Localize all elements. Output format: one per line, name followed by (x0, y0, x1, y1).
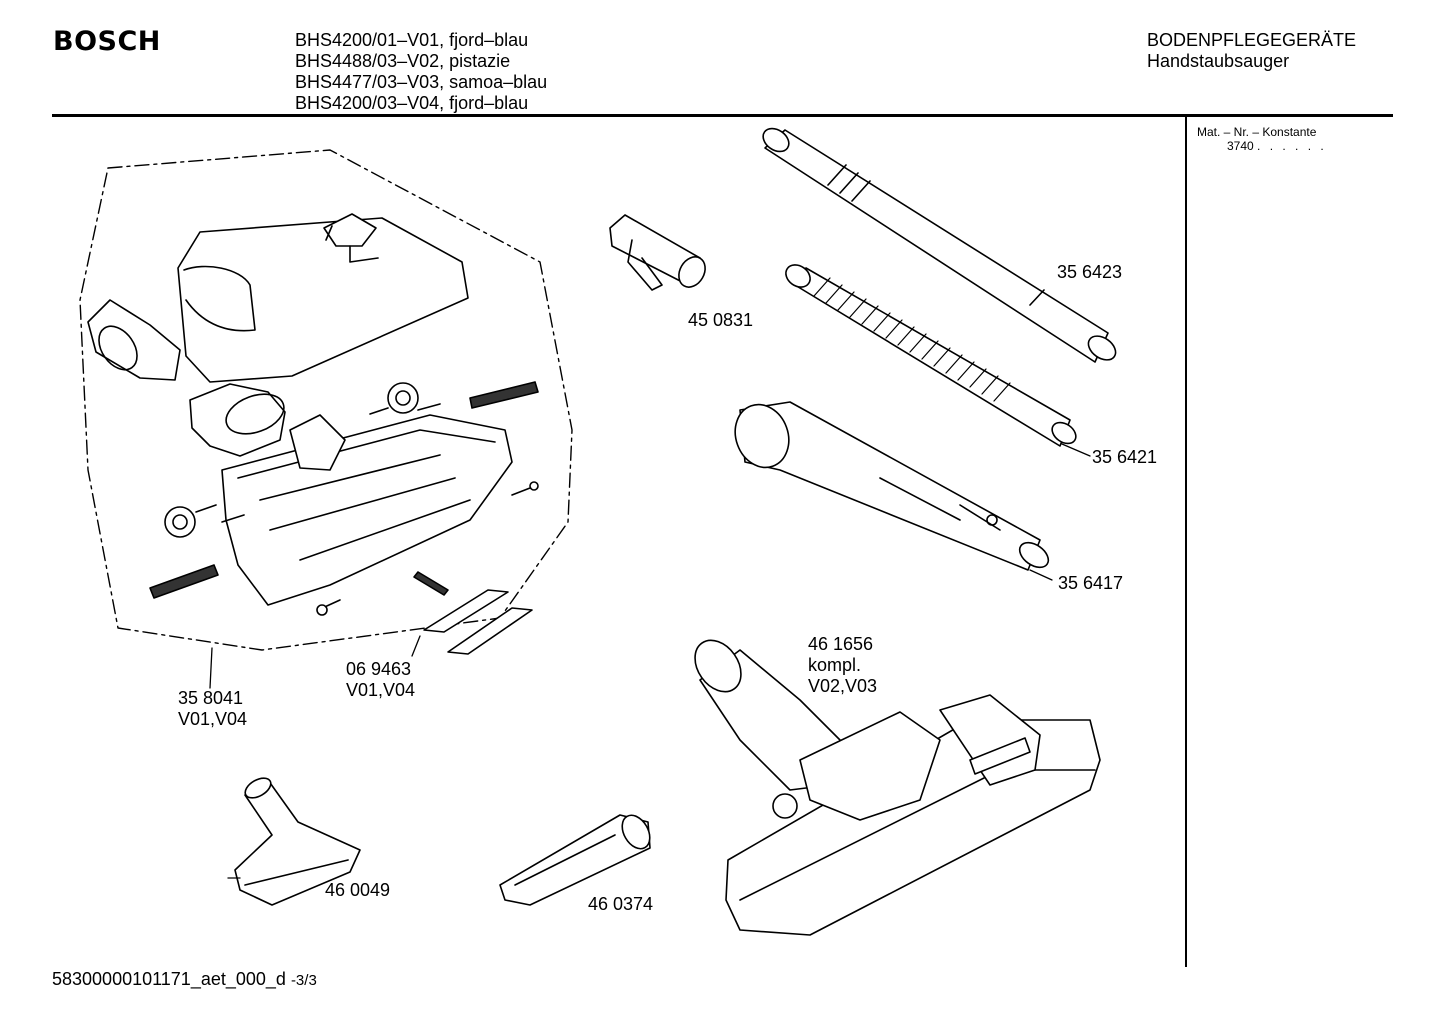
material-number-panel: Mat. – Nr. – Konstante 3740 . . . . . . (1197, 126, 1327, 152)
leader-lines (209, 443, 1091, 879)
material-number-value: 3740 (1227, 139, 1254, 153)
part-number: 35 6417 (1058, 573, 1124, 593)
category-subtitle: Handstaubsauger (1147, 51, 1290, 71)
part-label-clip: 45 0831 (688, 310, 753, 331)
part-number: 35 6423 (1057, 262, 1123, 282)
part-variants: V02,V03 (808, 676, 878, 696)
material-number-heading: Mat. – Nr. – Konstante (1197, 125, 1317, 139)
flexible-hose (785, 264, 1077, 447)
part-number: 46 1656 (808, 634, 874, 654)
part-label-hose: 35 6421 (1092, 447, 1157, 468)
part-label-assembly: 35 8041 V01,V04 (178, 688, 247, 730)
part-number: 35 6421 (1092, 447, 1158, 467)
curved-handle (734, 401, 1050, 571)
part-note: kompl. (808, 655, 862, 675)
category-block: BODENPFLEGEGERÄTE Handstaubsauger (1147, 30, 1356, 72)
document-code: 58300000101171_aet_000_d (52, 969, 286, 989)
part-number: 46 0049 (325, 880, 391, 900)
part-variants: V01,V04 (178, 709, 248, 729)
combination-floor-nozzle (694, 639, 1101, 936)
document-footer: 58300000101171_aet_000_d -3/3 (52, 970, 317, 988)
part-number: 06 9463 (346, 659, 412, 679)
part-label-handle: 35 6417 (1058, 573, 1123, 594)
crevice-nozzle (499, 814, 651, 906)
material-number-row: 3740 . . . . . . (1197, 140, 1327, 152)
model-line: BHS4200/01–V01, fjord–blau (295, 30, 529, 50)
page-indicator: -3/3 (290, 972, 317, 989)
model-line: BHS4477/03–V03, samoa–blau (295, 72, 548, 92)
part-label-tube: 35 6423 (1057, 262, 1122, 283)
part-variants: V01,V04 (346, 680, 416, 700)
floor-nozzle-assembly (87, 213, 539, 616)
part-label-upholstery-nozzle: 46 0049 (325, 880, 390, 901)
part-label-strips: 06 9463 V01,V04 (346, 659, 415, 701)
part-number: 45 0831 (688, 310, 754, 330)
hose-clip (609, 214, 706, 291)
sidebar-divider (1185, 117, 1187, 967)
part-label-crevice-nozzle: 46 0374 (588, 894, 653, 915)
material-number-dots: . . . . . . (1257, 139, 1327, 153)
upholstery-nozzle (234, 777, 361, 906)
part-number: 35 8041 (178, 688, 244, 708)
brand-logo: BOSCH (53, 26, 161, 57)
category-title: BODENPFLEGEGERÄTE (1147, 30, 1357, 50)
model-line: BHS4488/03–V02, pistazie (295, 51, 511, 71)
part-label-floor-nozzle: 46 1656 kompl. V02,V03 (808, 634, 877, 697)
model-list: BHS4200/01–V01, fjord–blau BHS4488/03–V0… (295, 30, 547, 114)
telescopic-tube (762, 127, 1117, 363)
part-number: 46 0374 (588, 894, 654, 914)
header-divider (52, 114, 1393, 117)
label-strips (423, 589, 533, 655)
model-line: BHS4200/03–V04, fjord–blau (295, 93, 529, 113)
